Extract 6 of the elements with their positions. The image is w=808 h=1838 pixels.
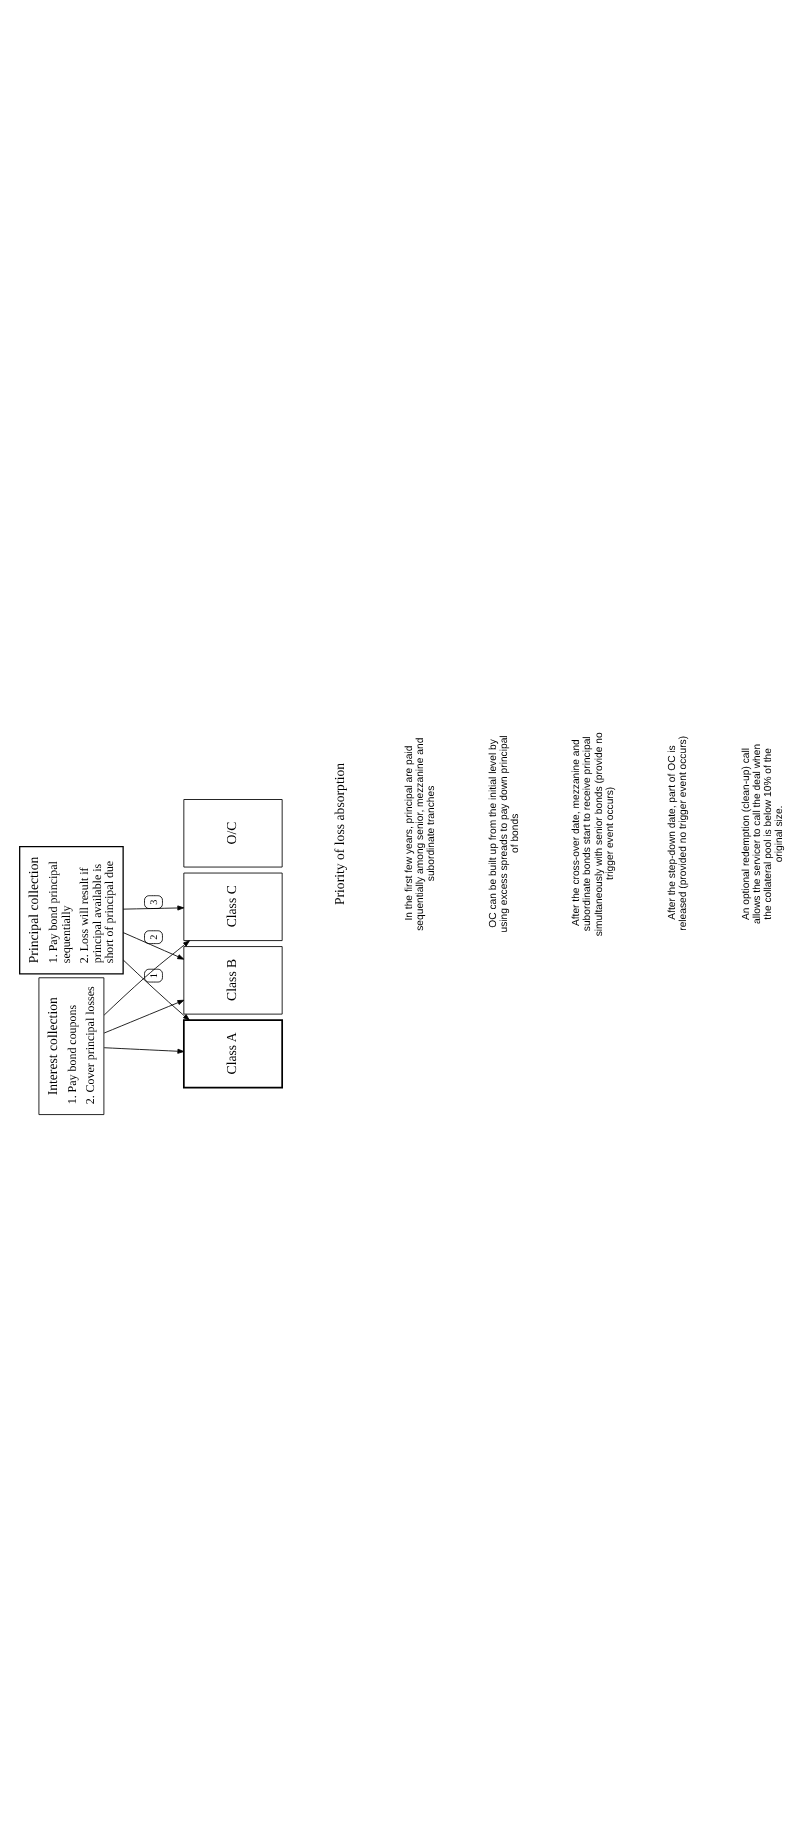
arrow (103, 999, 185, 1034)
arrow (103, 1047, 185, 1054)
arrow (122, 959, 190, 1021)
arrow (122, 932, 185, 960)
arrow (122, 905, 185, 911)
arrow (103, 940, 190, 1016)
